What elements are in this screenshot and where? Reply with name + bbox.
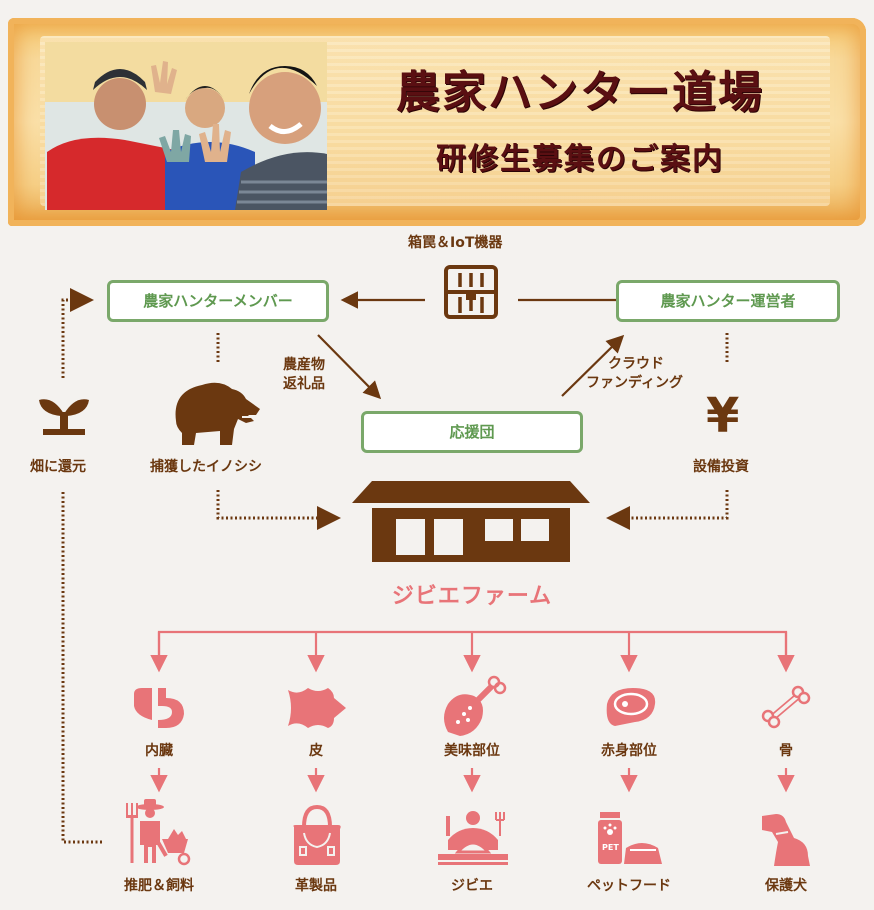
organs-icon bbox=[134, 688, 184, 728]
farm-building-icon bbox=[352, 481, 590, 562]
steak-icon bbox=[606, 688, 656, 726]
yen-icon: ¥ bbox=[706, 388, 740, 444]
node-members: 農家ハンターメンバー bbox=[107, 280, 329, 322]
sprout-icon bbox=[39, 399, 89, 435]
team-photo bbox=[45, 42, 327, 210]
edge-label-produce-line1: 農産物 bbox=[283, 357, 325, 373]
dog-icon bbox=[762, 814, 810, 866]
pet-badge: PET bbox=[602, 843, 619, 852]
edge-label-crowdfunding: クラウド ファンディング bbox=[586, 355, 683, 393]
handbag-icon bbox=[293, 804, 341, 865]
farmer-icon bbox=[126, 799, 191, 866]
product-label-rescue-dog: 保護犬 bbox=[765, 878, 807, 894]
category-label-prime-cuts: 美味部位 bbox=[444, 743, 500, 759]
yen-label: 設備投資 bbox=[693, 459, 749, 475]
category-label-organs: 内臓 bbox=[145, 743, 173, 759]
box-trap-icon bbox=[444, 265, 498, 319]
edge-label-produce: 農産物 返礼品 bbox=[283, 356, 325, 394]
sprout-label: 畑に還元 bbox=[30, 459, 86, 475]
edge-label-crowdfunding-line2: ファンディング bbox=[586, 375, 684, 391]
category-label-bone: 骨 bbox=[779, 743, 793, 759]
node-supporters: 応援団 bbox=[361, 411, 583, 453]
product-label-fertilizer: 推肥＆飼料 bbox=[124, 878, 194, 894]
product-label-pet-food: ペットフード bbox=[587, 878, 671, 894]
category-label-lean-cuts: 赤身部位 bbox=[601, 743, 657, 759]
trap-label: 箱罠＆IoT機器 bbox=[408, 235, 503, 251]
boar-label: 捕獲したイノシシ bbox=[150, 459, 262, 475]
product-label-gibier: ジビエ bbox=[451, 878, 493, 894]
hide-icon bbox=[288, 688, 346, 728]
boar-icon bbox=[175, 382, 260, 445]
drumstick-icon bbox=[444, 675, 507, 736]
category-label-hide: 皮 bbox=[309, 743, 323, 759]
farm-label: ジビエファーム bbox=[391, 584, 553, 609]
pet-food-icon: PET bbox=[598, 812, 662, 864]
edge-label-produce-line2: 返礼品 bbox=[283, 376, 325, 392]
page-subtitle: 研修生募集のご案内 bbox=[436, 142, 724, 177]
node-operators: 農家ハンター運営者 bbox=[616, 280, 840, 322]
diner-icon bbox=[438, 811, 508, 865]
page-title: 農家ハンター道場 bbox=[396, 67, 764, 118]
product-label-leather: 革製品 bbox=[295, 878, 337, 894]
bone-icon bbox=[761, 685, 811, 729]
edge-label-crowdfunding-line1: クラウド bbox=[608, 356, 664, 372]
